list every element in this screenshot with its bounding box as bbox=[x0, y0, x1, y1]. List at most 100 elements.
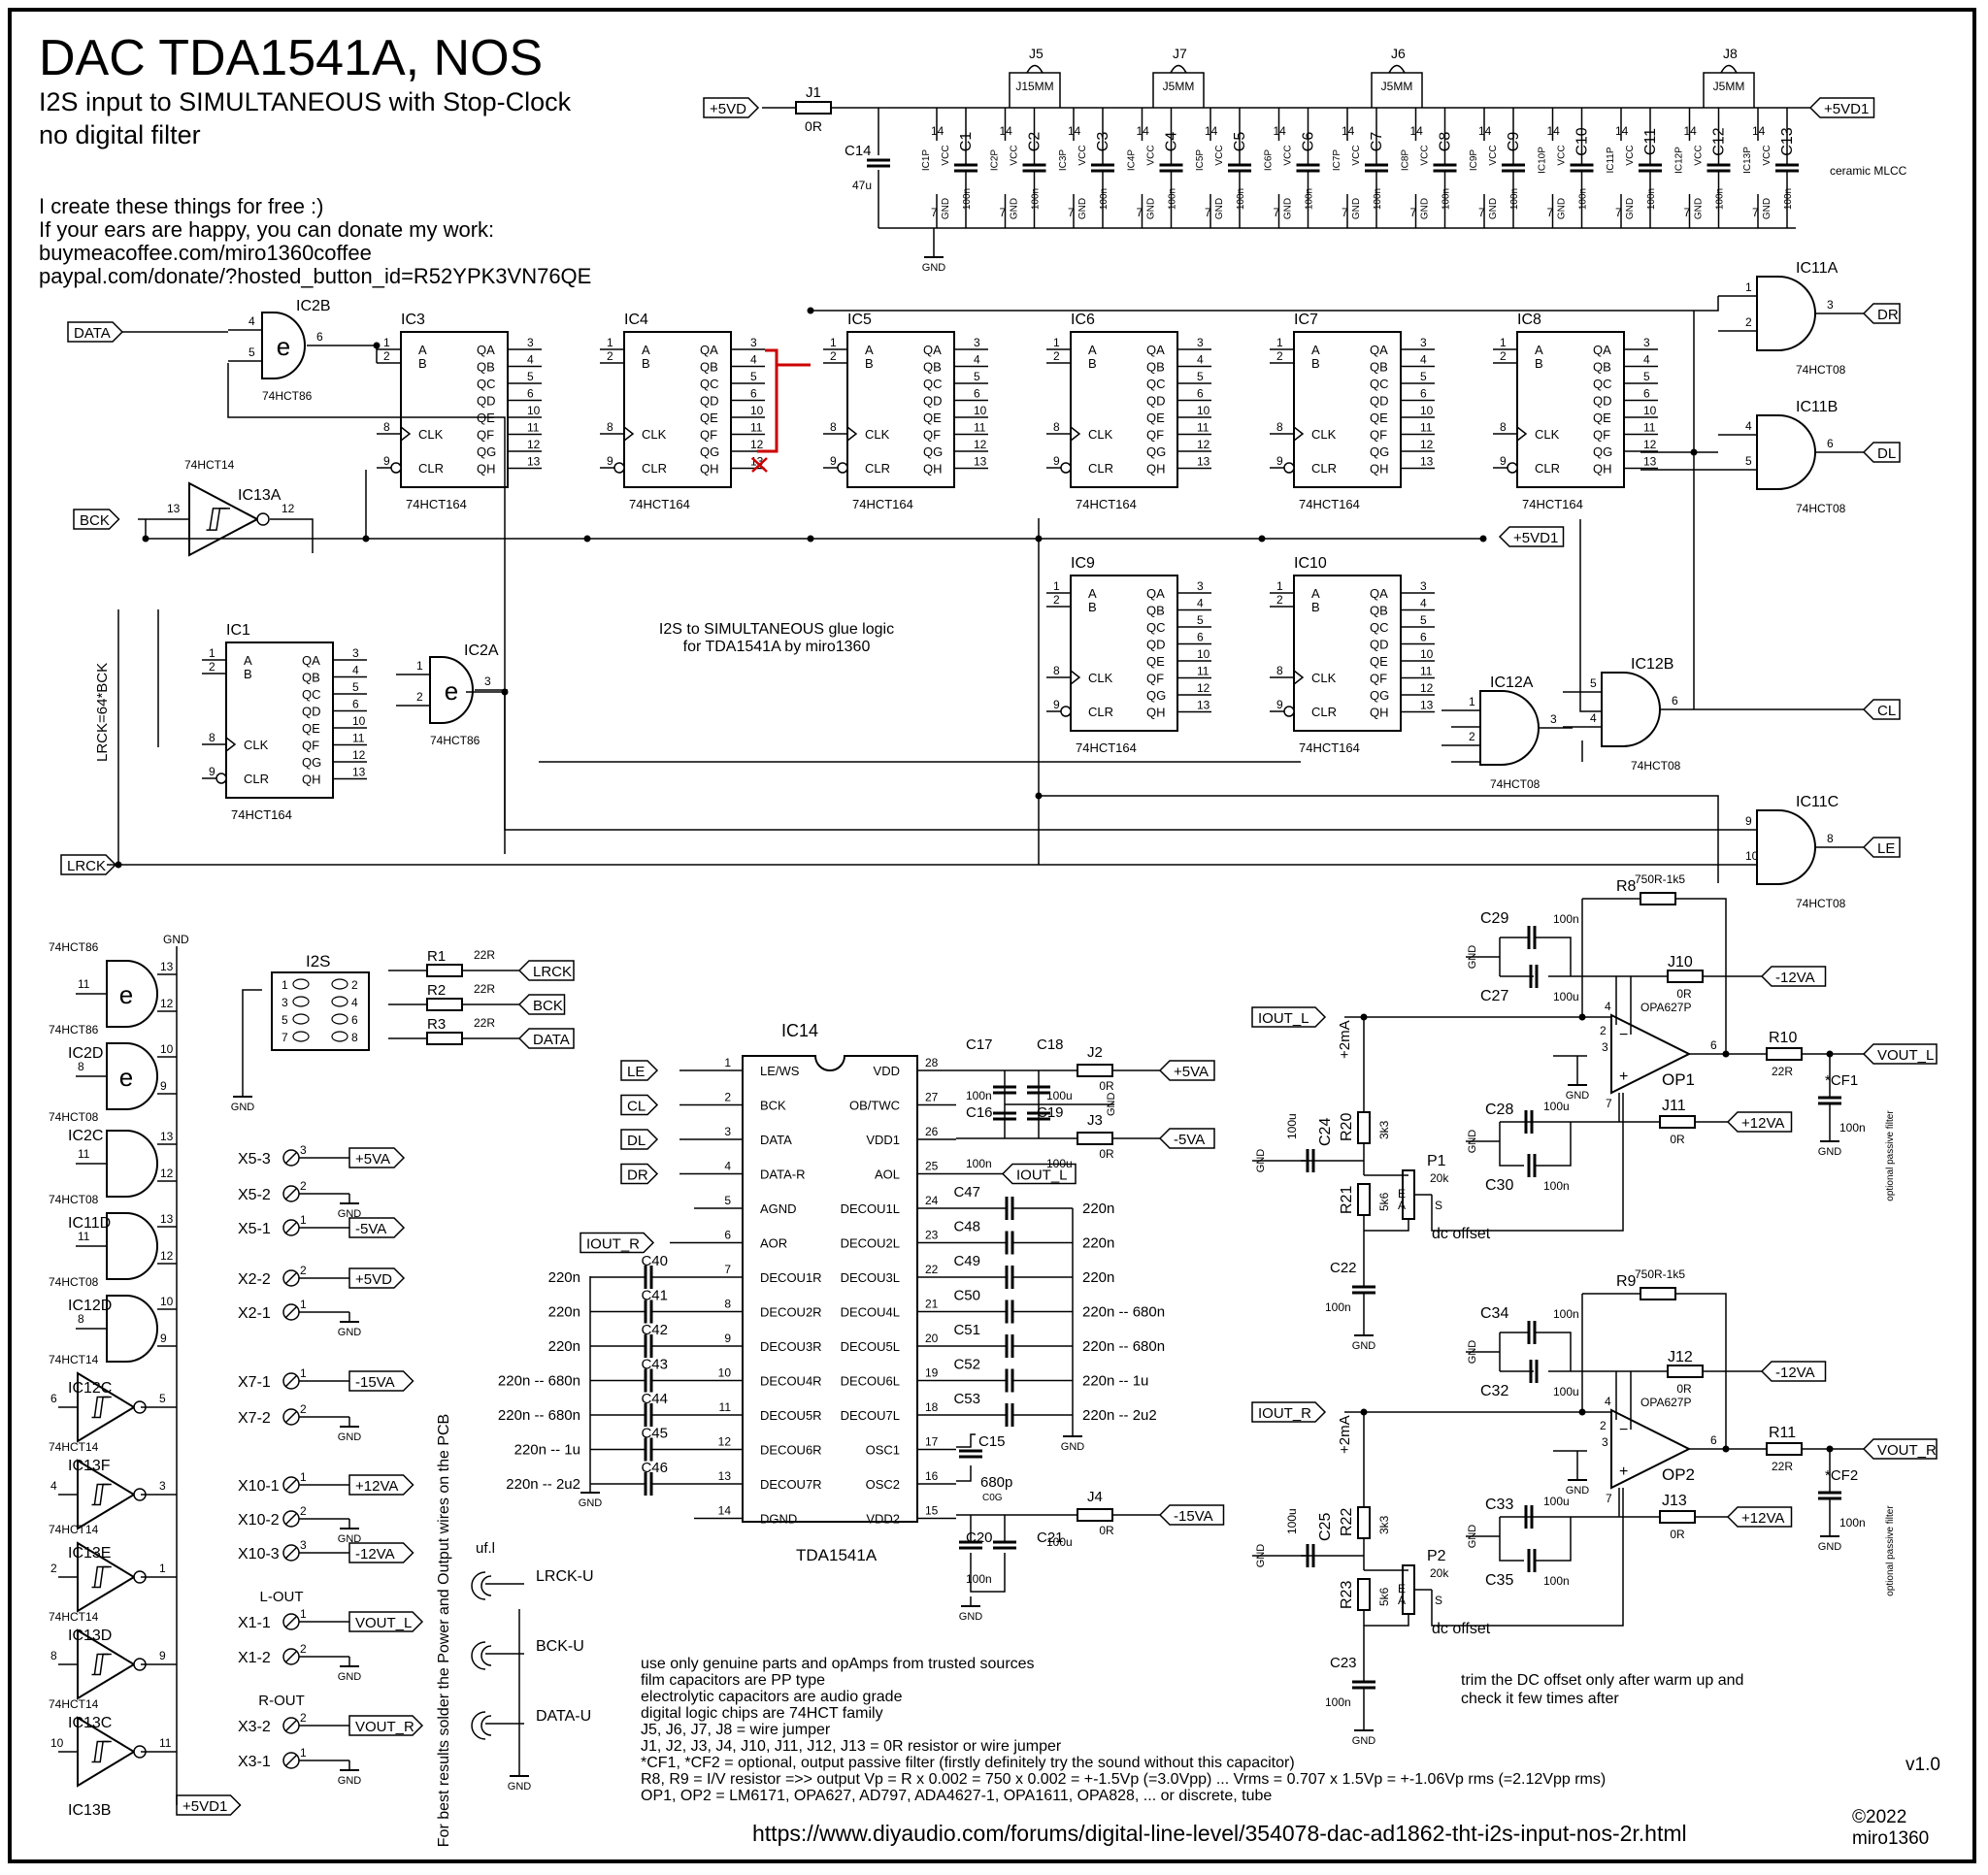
pin-number: 11 bbox=[1643, 421, 1656, 435]
resistor-r9 bbox=[1640, 1287, 1676, 1300]
pin-number: 14 bbox=[1137, 124, 1150, 138]
net-label-lrck: LRCK bbox=[533, 964, 572, 980]
pin-number: 7 bbox=[724, 1263, 731, 1276]
net-label-supply bbox=[1158, 1504, 1225, 1526]
wire bbox=[956, 1433, 976, 1448]
pin-name: QD bbox=[1146, 394, 1166, 409]
cap-ref: *CF2 bbox=[1825, 1467, 1858, 1484]
pin-name: QB bbox=[1146, 360, 1165, 375]
ic-ref-label: IC6 bbox=[1071, 312, 1095, 328]
pin-number: 2 bbox=[1600, 1024, 1607, 1037]
cap-value: 100n bbox=[1783, 188, 1794, 210]
cap-value: 220n -- 680n bbox=[498, 1407, 580, 1424]
net-label-supply bbox=[1158, 1060, 1215, 1081]
net-label-supply: -5VA bbox=[1174, 1132, 1205, 1148]
pin-number: 25 bbox=[925, 1160, 939, 1173]
pin-number: 8 bbox=[50, 1649, 57, 1662]
net-label-bck: BCK bbox=[80, 512, 110, 529]
pin-number: 10 bbox=[160, 1295, 174, 1308]
ic-power-pin: IC12P bbox=[1674, 147, 1685, 174]
pin-name: QG bbox=[1370, 688, 1389, 703]
pin-name: CLR bbox=[1311, 705, 1337, 719]
pin-number: 11 bbox=[1197, 665, 1209, 678]
i2s-pin bbox=[331, 978, 348, 990]
glue-logic-label: I2S to SIMULTANEOUS glue logic for TDA15… bbox=[621, 621, 932, 656]
net-label-dr bbox=[1862, 303, 1901, 324]
gnd-label: GND bbox=[1255, 1544, 1267, 1568]
donate-link[interactable]: paypal.com/donate/?hosted_button_id=R52Y… bbox=[39, 264, 592, 288]
pin-number: 6 bbox=[351, 1013, 358, 1027]
pin-name: QA bbox=[302, 653, 320, 668]
pin-number: 5 bbox=[282, 1013, 288, 1027]
donate-link[interactable]: buymeacoffee.com/miro1360coffee bbox=[39, 241, 372, 265]
forum-url-link[interactable]: https://www.diyaudio.com/forums/digital-… bbox=[752, 1821, 1687, 1846]
jumper-type: J15MM bbox=[1015, 80, 1053, 93]
pin-name: CLR bbox=[865, 461, 890, 476]
and-gate-ic11a bbox=[1756, 276, 1816, 351]
pin-number: 4 bbox=[974, 353, 980, 367]
pin-name: A bbox=[1311, 343, 1320, 357]
pin-name: DATA-R bbox=[760, 1168, 805, 1182]
pin-number: 3 bbox=[1643, 336, 1650, 349]
pin-number: 12 bbox=[750, 438, 764, 451]
pin-number: 21 bbox=[925, 1298, 939, 1311]
pin-number: 5 bbox=[159, 1392, 166, 1405]
resistor-r23 bbox=[1357, 1578, 1371, 1611]
note-line: J1, J2, J3, J4, J10, J11, J12, J13 = 0R … bbox=[641, 1738, 1062, 1755]
junction-dot bbox=[1035, 535, 1043, 543]
net-label-dl bbox=[1862, 442, 1901, 463]
pin-number: 6 bbox=[974, 387, 980, 401]
terminal-ref: X5-2 bbox=[238, 1187, 271, 1203]
pin-name: A bbox=[1535, 343, 1543, 357]
net-label-neg-supply bbox=[1760, 1361, 1827, 1382]
wire bbox=[1535, 937, 1572, 976]
pin-name: QC bbox=[1593, 377, 1612, 391]
pin-name: CLR bbox=[1535, 461, 1560, 476]
ic-power-pin: IC2P bbox=[990, 149, 1001, 172]
cap-ref: C27 bbox=[1480, 988, 1508, 1004]
i2s-pin bbox=[292, 996, 310, 1007]
pin-number: 5 bbox=[1745, 454, 1752, 468]
terminal-ref: X3-1 bbox=[238, 1754, 271, 1770]
pin-number: 1 bbox=[1500, 336, 1507, 349]
pin-number: 8 bbox=[1276, 664, 1283, 677]
hysteresis-symbol bbox=[93, 1740, 109, 1762]
cap-ref: C21 bbox=[1037, 1530, 1064, 1546]
jumper-ref: J6 bbox=[1391, 46, 1406, 61]
clk-marker bbox=[1070, 670, 1081, 685]
ufl-net-label: DATA-U bbox=[536, 1708, 591, 1725]
cap-value: 220n bbox=[548, 1304, 580, 1321]
pin-number: 8 bbox=[1500, 420, 1507, 434]
note-line: check it few times after bbox=[1461, 1691, 1619, 1707]
gnd-label: GND bbox=[1762, 198, 1773, 219]
cap-value: 100n bbox=[1305, 188, 1315, 210]
filter-note: optional passive filter bbox=[1885, 1505, 1896, 1596]
pin-number: 1 bbox=[300, 1298, 307, 1311]
pin-number: 16 bbox=[925, 1469, 939, 1483]
terminal-screw bbox=[284, 1221, 298, 1234]
junction-dot bbox=[115, 861, 122, 869]
cap-value: 220n -- 1u bbox=[1082, 1373, 1148, 1390]
pin-number: 11 bbox=[1420, 665, 1433, 678]
pin-number: 13 bbox=[167, 502, 181, 515]
pin-number: 11 bbox=[750, 421, 763, 435]
version-label: v1.0 bbox=[1905, 1755, 1940, 1775]
pin-name: QB bbox=[1593, 360, 1611, 375]
pin-number: 1 bbox=[607, 336, 613, 349]
vcc-label: VCC bbox=[1077, 145, 1088, 165]
gnd-label: GND bbox=[1488, 198, 1499, 219]
ic-part-label: 74HCT14 bbox=[49, 1610, 99, 1624]
xor-gate-ic2b bbox=[261, 312, 306, 379]
net-label-dl: DL bbox=[1877, 445, 1896, 462]
ufl-connector bbox=[471, 1641, 486, 1670]
hysteresis-symbol bbox=[93, 1565, 109, 1588]
net-label-iout-l bbox=[1001, 1163, 1077, 1185]
jumper-ref: J12 bbox=[1668, 1349, 1693, 1365]
pin-name: DGND bbox=[760, 1512, 797, 1527]
pin-number: 7 bbox=[1684, 206, 1691, 219]
resistor-ref: R8 bbox=[1616, 878, 1637, 895]
pin-name: B bbox=[418, 356, 427, 371]
cap-ref: C13 bbox=[1779, 127, 1796, 155]
clk-marker bbox=[1293, 670, 1305, 685]
terminal-ref: X3-2 bbox=[238, 1719, 271, 1735]
